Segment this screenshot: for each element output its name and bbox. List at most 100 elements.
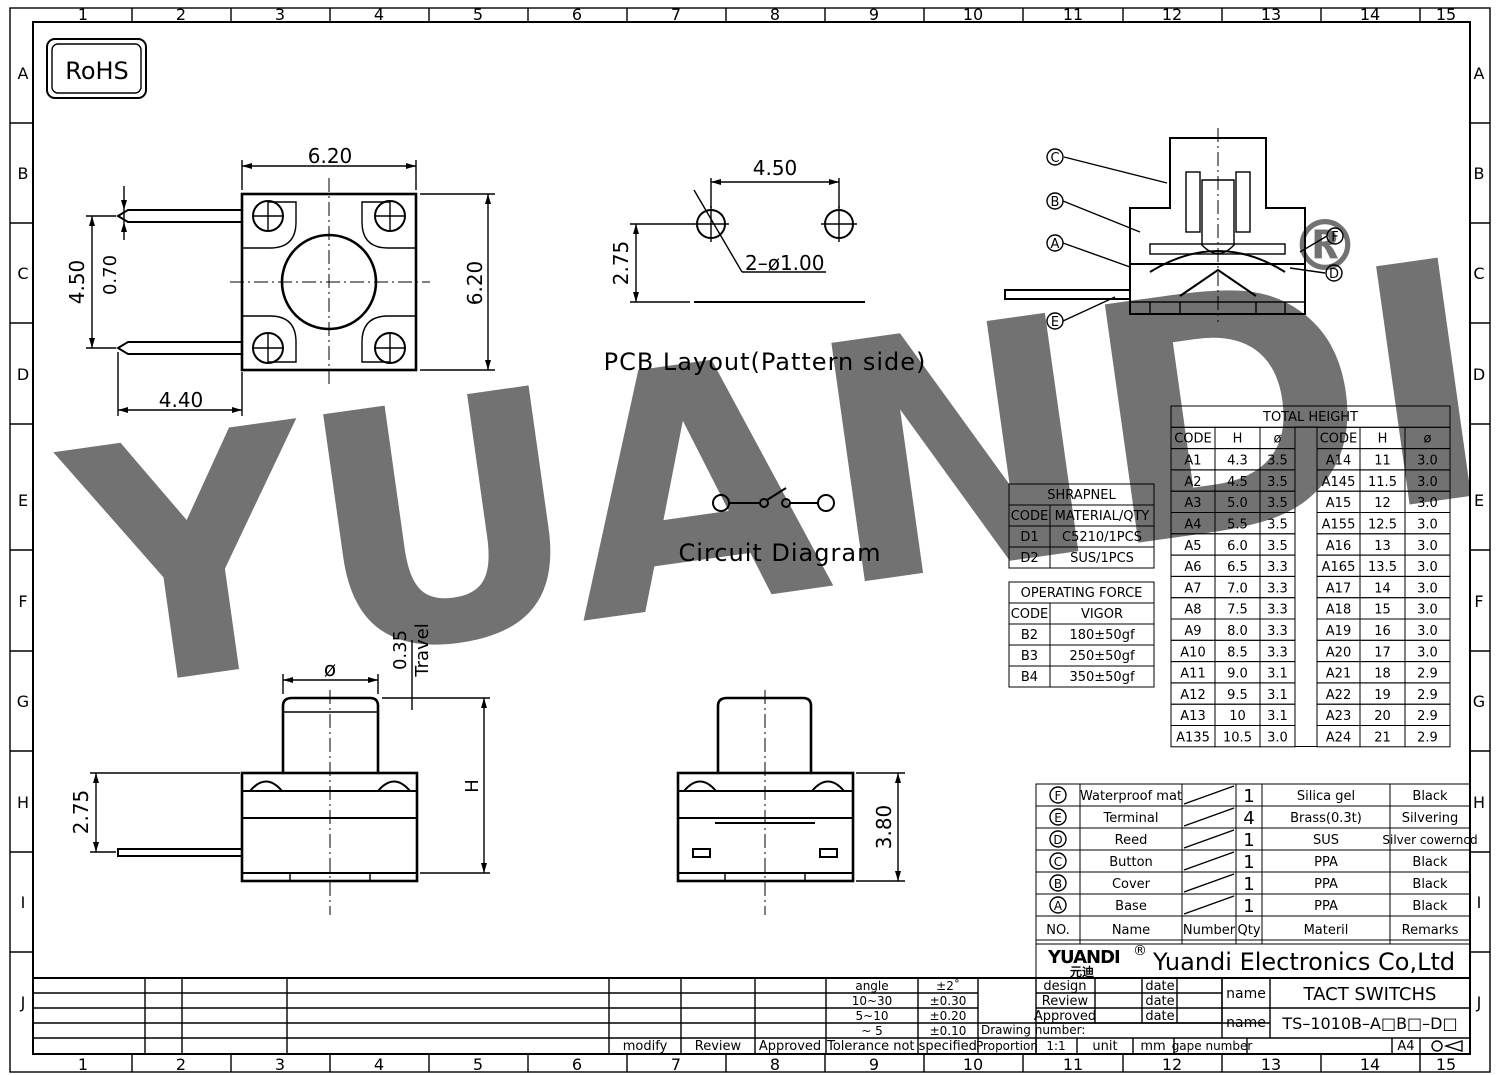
bom-no: B	[1054, 877, 1062, 891]
height-cell: A22	[1326, 688, 1351, 703]
dim-pcb-spacing: 4.50	[753, 156, 798, 180]
company-logo-cn: 元迪	[1070, 964, 1094, 979]
dim-travel-label: Travel	[412, 623, 433, 678]
row-label-right: E	[1474, 491, 1484, 510]
row-label-left: H	[17, 793, 29, 812]
tb-product: TACT SWITCHS	[1303, 984, 1437, 1005]
dim-pcb-hole: 2–ø1.00	[745, 251, 825, 275]
pcb-layout: 4.50 2.75 2–ø1.00 PCB Layout(Pattern sid…	[604, 156, 926, 376]
bom-header: Number	[1183, 923, 1236, 938]
bom-remarks: Black	[1412, 789, 1448, 804]
height-cell: A135	[1176, 731, 1210, 746]
height-cell: 9.5	[1227, 688, 1248, 703]
dim-side-pin-height: 2.75	[69, 790, 93, 835]
bom-name: Waterproof mat	[1080, 789, 1182, 804]
height-cell: 11	[1374, 454, 1391, 469]
height-cell: 3.0	[1417, 645, 1438, 660]
row-label-left: D	[17, 365, 29, 384]
height-cell: 2.9	[1417, 667, 1438, 682]
bom-header: Qty	[1237, 923, 1260, 938]
column-label-top: 5	[473, 5, 483, 24]
projection-symbol-icon	[1431, 1040, 1443, 1052]
column-label-top: 9	[869, 5, 879, 24]
bom-name: Terminal	[1103, 811, 1159, 826]
dim-top-width: 6.20	[308, 144, 353, 168]
height-cell: A155	[1322, 518, 1356, 533]
table-cell-text: B4	[1021, 670, 1038, 685]
bom-remarks: Black	[1412, 855, 1448, 870]
height-cell: 3.0	[1417, 539, 1438, 554]
height-header: CODE	[1174, 431, 1212, 446]
table-cell-text: ±0.30	[930, 994, 967, 1008]
row-label-left: F	[18, 592, 27, 611]
table-cell-text: VIGOR	[1081, 607, 1123, 622]
height-cell: A1	[1184, 454, 1201, 469]
height-header: H	[1378, 431, 1388, 446]
table-cell	[1049, 546, 1155, 569]
column-label-bottom: 6	[572, 1055, 582, 1074]
column-label-bottom: 1	[78, 1055, 88, 1074]
height-cell: A24	[1326, 731, 1351, 746]
company-block: YUANDI ® 元迪 Yuandi Electronics Co,Ltd	[1035, 939, 1471, 979]
bom-no: E	[1054, 811, 1062, 825]
height-cell: 15	[1374, 603, 1391, 618]
height-cell: 6.0	[1227, 539, 1248, 554]
height-cell: A7	[1184, 581, 1201, 596]
height-cell: A14	[1326, 454, 1351, 469]
table-cell-text: CODE	[1011, 509, 1049, 524]
height-cell: 3.3	[1267, 581, 1288, 596]
height-cell: 3.1	[1267, 667, 1288, 682]
height-cell: 3.5	[1267, 454, 1288, 469]
bom-header: Name	[1112, 923, 1150, 938]
height-cell: A2	[1184, 475, 1201, 490]
height-cell: A9	[1184, 624, 1201, 639]
height-cell: 12.5	[1368, 518, 1397, 533]
row-label-right: C	[1473, 264, 1484, 283]
column-label-bottom: 11	[1063, 1055, 1083, 1074]
height-cell: 14	[1374, 581, 1391, 596]
tb-date-2: date	[1145, 994, 1174, 1009]
height-cell: 5.5	[1227, 518, 1248, 533]
rev-approved: Approved	[759, 1039, 821, 1054]
height-cell: A12	[1180, 688, 1205, 703]
section-view	[1004, 128, 1328, 322]
height-cell: A145	[1322, 475, 1356, 490]
row-label-right: J	[1476, 993, 1482, 1012]
tb-scale: 1:1	[1046, 1039, 1065, 1053]
column-label-top: 10	[963, 5, 983, 24]
height-header: CODE	[1320, 431, 1358, 446]
bom-qty: 1	[1243, 852, 1254, 873]
height-cell: 13	[1374, 539, 1391, 554]
height-cell: A17	[1326, 581, 1351, 596]
height-cell: A21	[1326, 667, 1351, 682]
column-label-top: 15	[1436, 5, 1456, 24]
tb-part: TS–1010B–A□B□–D□	[1281, 1014, 1457, 1033]
table-cell-text: D2	[1020, 551, 1038, 566]
row-label-right: F	[1474, 592, 1483, 611]
column-label-top: 13	[1261, 5, 1281, 24]
company-name: Yuandi Electronics Co,Ltd	[1152, 948, 1455, 976]
height-cell: A3	[1184, 496, 1201, 511]
height-cell: 9.0	[1227, 667, 1248, 682]
height-cell: 10.5	[1223, 731, 1252, 746]
bom-remarks: Silvering	[1402, 811, 1459, 826]
height-header: ø	[1424, 431, 1432, 446]
dim-travel-value: 0.35	[390, 630, 411, 670]
height-cell: 3.0	[1417, 496, 1438, 511]
height-cell: 3.0	[1417, 475, 1438, 490]
tb-unit: unit	[1092, 1039, 1117, 1054]
tolerance-angle-val: ±2˚	[936, 978, 960, 993]
bom-material: PPA	[1314, 877, 1338, 892]
height-cell: 2.9	[1417, 731, 1438, 746]
column-label-bottom: 14	[1360, 1055, 1380, 1074]
height-cell: 3.1	[1267, 688, 1288, 703]
height-cell: A10	[1180, 645, 1205, 660]
bom-name: Base	[1115, 899, 1147, 914]
shrapnel-title: SHRAPNEL	[1047, 488, 1116, 503]
height-header: H	[1233, 431, 1243, 446]
height-cell: 3.5	[1267, 518, 1288, 533]
column-label-top: 8	[770, 5, 780, 24]
height-cell: 13.5	[1368, 560, 1397, 575]
row-label-right: D	[1473, 365, 1485, 384]
